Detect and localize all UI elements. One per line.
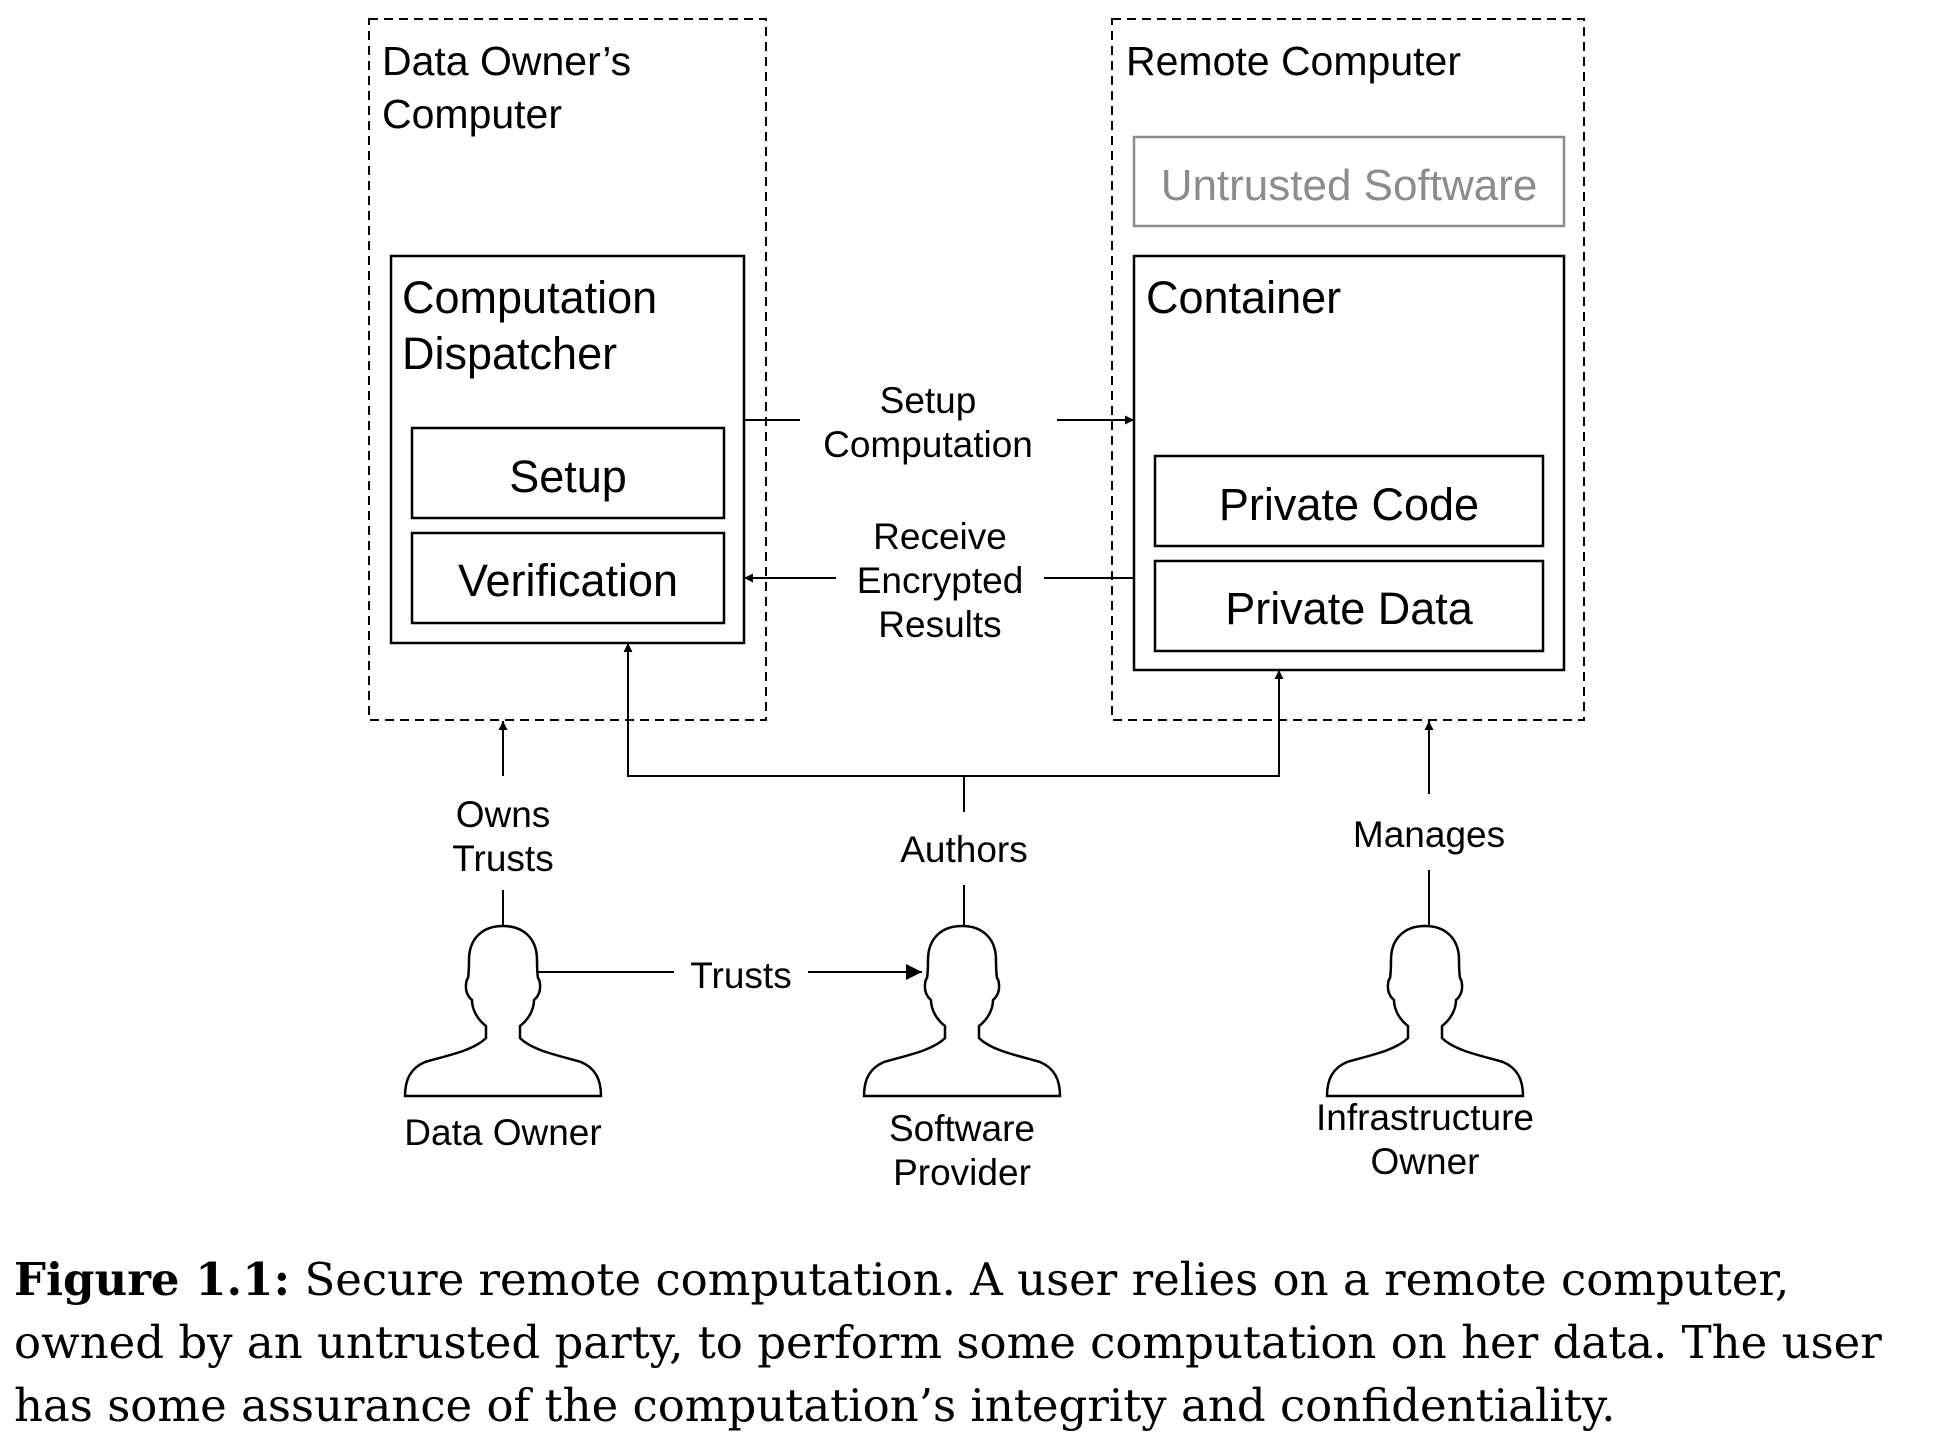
trusts-edge-label: Trusts [690,955,791,996]
untrusted-software-box [1132,135,1566,228]
dispatcher-box [389,254,746,645]
infrastructure-owner-icon [1325,924,1525,1098]
owner-computer-boundary [368,18,767,721]
infrastructure-owner-label-line1: Infrastructure [1316,1097,1534,1138]
receive-results-label-line1: Receive [873,516,1007,557]
software-provider-icon [862,924,1062,1098]
data-owner-icon [403,924,603,1098]
authors-to-container-arrow [964,670,1284,777]
setup-box [410,426,726,520]
authors-to-dispatcher-arrow [623,643,964,777]
dispatcher-label-line1: Computation [402,272,657,323]
remote-computer-boundary [1111,18,1585,721]
receive-results-label-line3: Results [878,604,1001,645]
verification-box [410,531,726,625]
trusts-label: Trusts [452,838,553,879]
private-data-label: Private Data [1225,583,1474,634]
software-provider-label-line1: Software [889,1108,1035,1149]
receive-results-label-line2: Encrypted [857,560,1024,601]
manages-label: Manages [1353,814,1505,855]
authors-label: Authors [900,829,1028,870]
figure-caption: Figure 1.1: Secure remote computation. A… [14,1248,1944,1437]
private-code-box [1153,454,1545,548]
owner-computer-label-line1: Data Owner’s [382,38,631,84]
container-box [1132,254,1566,672]
dispatcher-label-line2: Dispatcher [402,328,617,379]
owner-computer-label-line2: Computer [382,91,562,137]
caption-text: Secure remote computation. A user relies… [14,1253,1882,1432]
untrusted-software-label: Untrusted Software [1161,161,1538,210]
private-data-box [1153,559,1545,653]
data-owner-label: Data Owner [404,1112,601,1153]
container-label: Container [1146,272,1341,323]
infrastructure-owner-label-line2: Owner [1371,1141,1480,1182]
caption-label: Figure 1.1: [14,1253,291,1306]
setup-label: Setup [509,451,627,502]
remote-computer-label: Remote Computer [1126,38,1461,84]
setup-computation-label-line2: Computation [823,424,1033,465]
private-code-label: Private Code [1219,479,1479,530]
verification-label: Verification [458,555,678,606]
setup-computation-label-line1: Setup [880,380,977,421]
software-provider-label-line2: Provider [893,1152,1031,1193]
owns-label: Owns [456,794,551,835]
